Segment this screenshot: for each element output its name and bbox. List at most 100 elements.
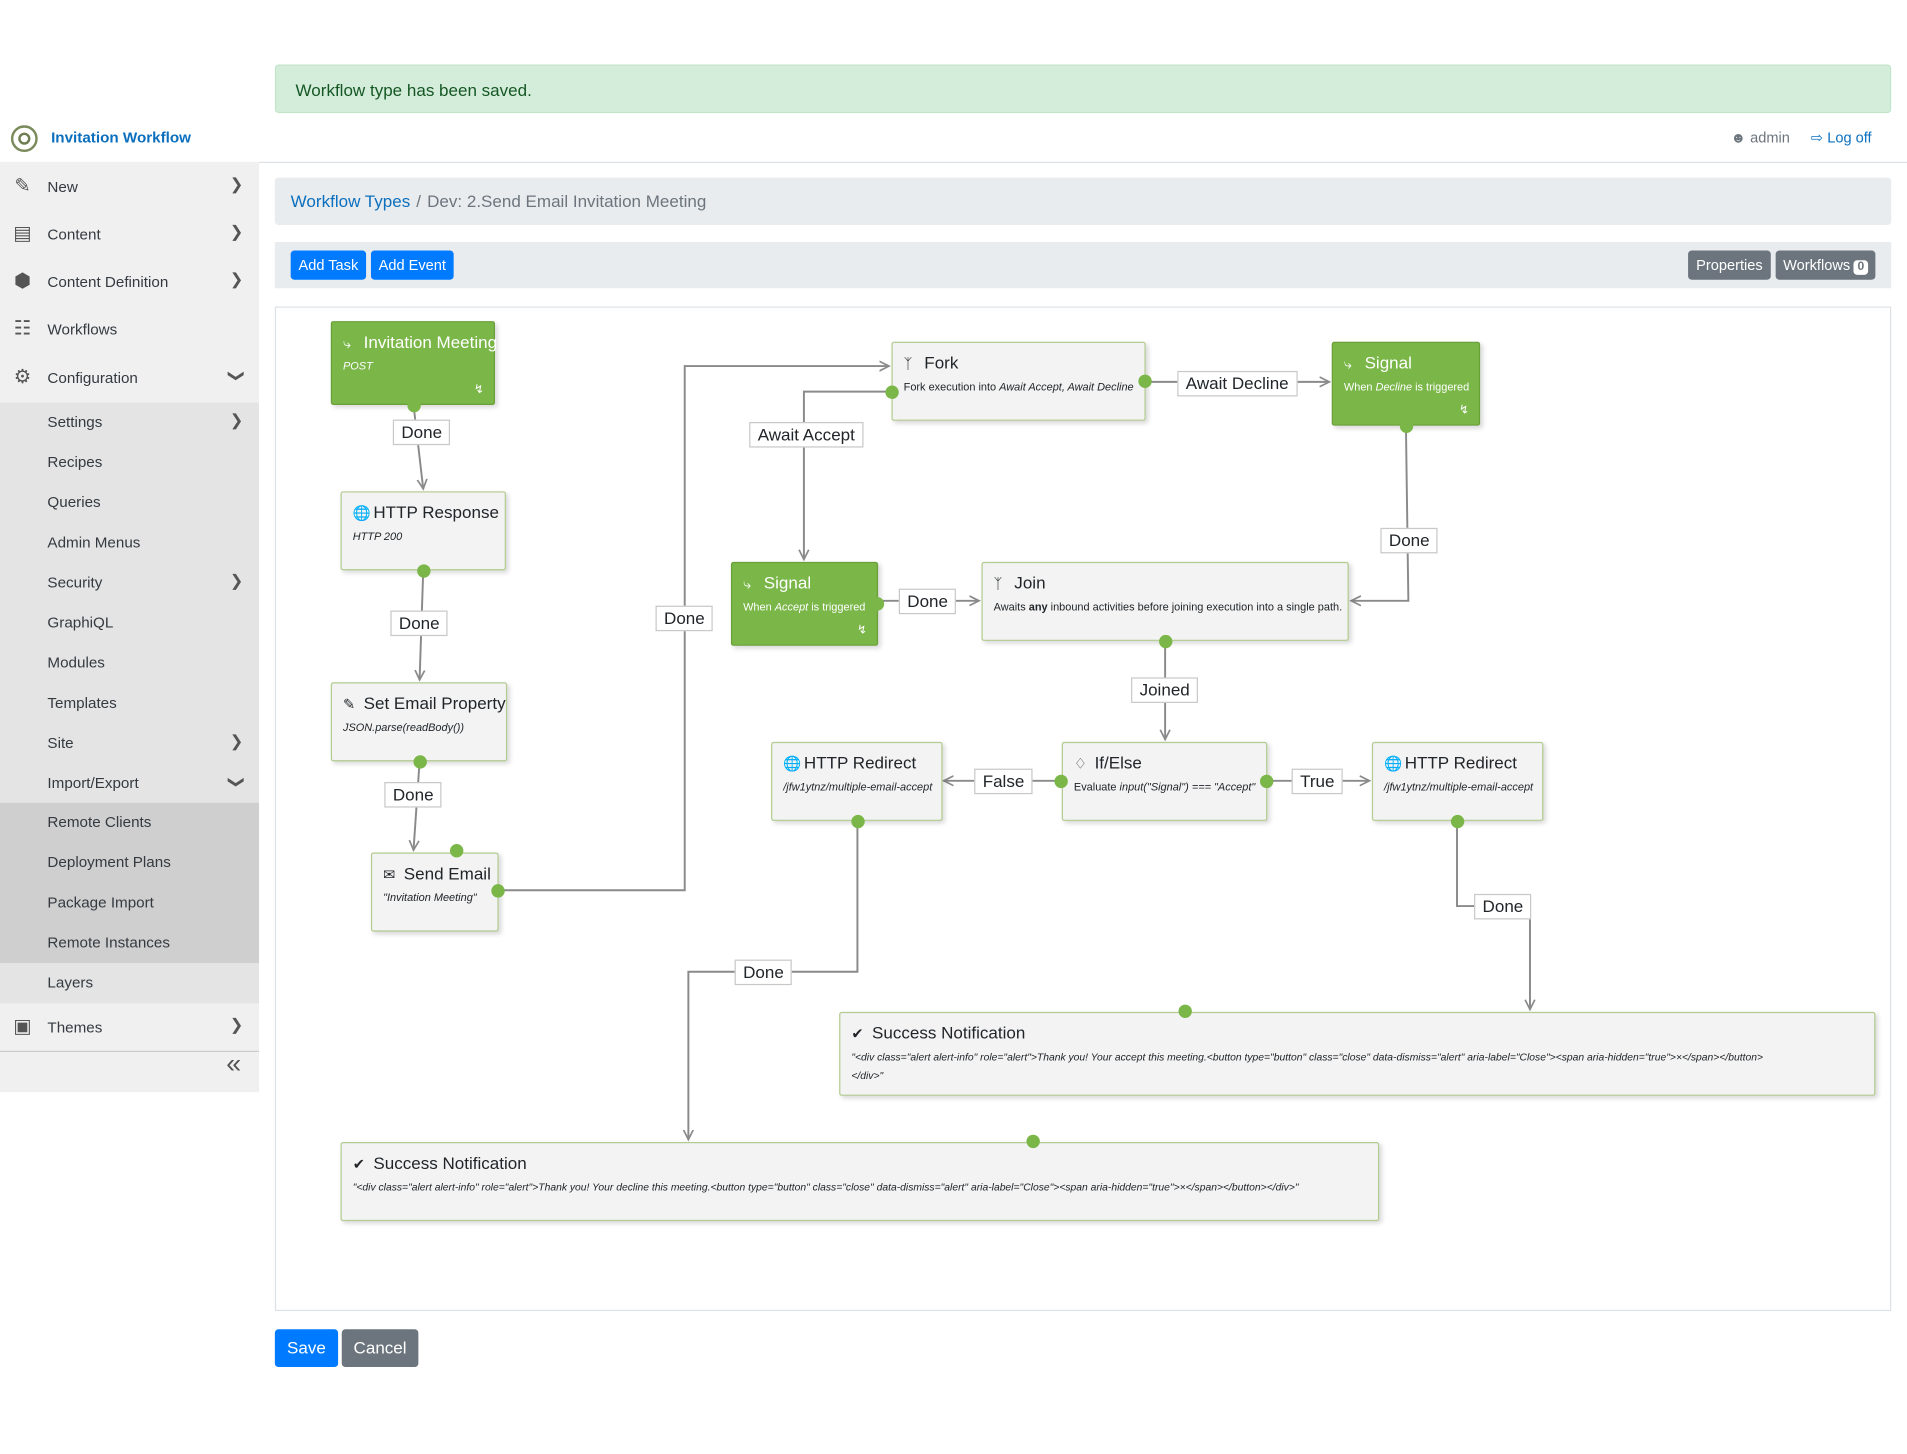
sidebar-item-label: Remote Clients bbox=[47, 813, 152, 831]
chevron-right-icon: ❯ bbox=[229, 411, 244, 430]
endpoint-dot[interactable] bbox=[449, 843, 463, 857]
chevron-right-icon: ❯ bbox=[229, 269, 244, 289]
event-bolt-icon: ↯ bbox=[856, 623, 868, 638]
endpoint-dot[interactable] bbox=[1259, 774, 1273, 788]
brand[interactable]: Invitation Workflow bbox=[0, 117, 259, 161]
cancel-button[interactable]: Cancel bbox=[341, 1329, 419, 1368]
breadcrumb: Workflow Types/Dev: 2.Send Email Invitat… bbox=[274, 177, 1892, 225]
sidebar-item-new[interactable]: ✎ New ❯ bbox=[0, 163, 259, 210]
add-task-button[interactable]: Add Task bbox=[290, 250, 367, 280]
endpoint-dot[interactable] bbox=[416, 563, 430, 578]
activity-http-response[interactable]: 🌐HTTP Response HTTP 200 bbox=[340, 491, 506, 571]
sidebar-item-layers[interactable]: Layers bbox=[0, 963, 260, 1004]
properties-button[interactable]: Properties bbox=[1688, 250, 1771, 280]
import-export-submenu: Remote Clients Deployment Plans Package … bbox=[0, 802, 260, 964]
sign-out-icon: ⇨ bbox=[1810, 128, 1824, 146]
activity-desc: HTTP 200 bbox=[352, 530, 403, 543]
collapse-sidebar-icon[interactable]: « bbox=[226, 1048, 242, 1079]
sidebar-item-label: Queries bbox=[47, 493, 101, 511]
sidebar-item-label: Remote Instances bbox=[47, 934, 170, 952]
cube-icon: ⬢ bbox=[14, 271, 31, 292]
outcome-done-label: Done bbox=[734, 959, 793, 986]
globe-icon: 🌐 bbox=[352, 504, 371, 522]
activity-desc: Fork execution into Await Accept, Await … bbox=[903, 380, 1134, 393]
sidebar-item-settings[interactable]: Settings❯ bbox=[0, 403, 259, 443]
sidebar-item-templates[interactable]: Templates bbox=[0, 684, 259, 724]
sidebar-item-label: Content bbox=[47, 226, 101, 244]
sidebar-item-recipes[interactable]: Recipes bbox=[0, 443, 259, 483]
activity-invitation-meeting[interactable]: ⤷Invitation Meeting POST ↯ bbox=[330, 321, 497, 405]
sidebar-item-package-import[interactable]: Package Import bbox=[0, 883, 259, 923]
sidebar-item-themes[interactable]: ▣ Themes ❯ bbox=[0, 1003, 260, 1053]
activity-title: Fork bbox=[924, 352, 959, 373]
activity-desc: /jfw1ytnz/multiple-email-accept bbox=[783, 780, 933, 793]
activity-if-else[interactable]: ♢If/Else Evaluate input("Signal") === "A… bbox=[1061, 741, 1268, 821]
sidebar-item-content[interactable]: ▤ Content ❯ bbox=[0, 210, 259, 257]
user-name: admin bbox=[1750, 128, 1790, 146]
activity-set-email-property[interactable]: ✎Set Email Property JSON.parse(readBody(… bbox=[330, 682, 508, 762]
saved-alert: Workflow type has been saved. bbox=[274, 64, 1892, 114]
sidebar-item-queries[interactable]: Queries bbox=[0, 483, 259, 523]
bolt-icon: ⤷ bbox=[342, 334, 352, 352]
endpoint-dot[interactable] bbox=[1399, 418, 1413, 433]
sidebar-item-deployment-plans[interactable]: Deployment Plans bbox=[0, 843, 259, 883]
envelope-icon: ✉ bbox=[383, 865, 396, 883]
endpoint-dot[interactable] bbox=[884, 384, 899, 399]
sidebar-item-configuration[interactable]: ⚙ Configuration ❯ bbox=[0, 354, 259, 401]
edit-icon: ✎ bbox=[14, 176, 31, 198]
sidebar-item-label: Security bbox=[47, 574, 103, 592]
save-button[interactable]: Save bbox=[274, 1329, 339, 1368]
sidebar-item-graphiql[interactable]: GraphiQL bbox=[0, 603, 259, 643]
activity-desc: When Decline is triggered bbox=[1343, 380, 1470, 393]
activity-signal-decline[interactable]: ⤷Signal When Decline is triggered ↯ bbox=[1331, 341, 1481, 426]
endpoint-dot[interactable] bbox=[1053, 774, 1068, 788]
activity-title: Set Email Property bbox=[363, 693, 506, 713]
endpoint-dot[interactable] bbox=[406, 398, 421, 412]
sidebar-item-remote-clients[interactable]: Remote Clients bbox=[0, 803, 259, 843]
sidebar-item-label: Workflows bbox=[47, 321, 118, 339]
sidebar-item-modules[interactable]: Modules bbox=[0, 643, 259, 683]
activity-signal-accept[interactable]: ⤷Signal When Accept is triggered ↯ bbox=[730, 561, 879, 646]
activity-desc: "<div class="alert alert-info" role="ale… bbox=[352, 1180, 1299, 1194]
activity-desc: POST bbox=[342, 359, 373, 373]
sidebar-item-workflows[interactable]: ☷ Workflows bbox=[0, 305, 259, 352]
diamond-icon: ♢ bbox=[1073, 755, 1087, 773]
endpoint-dot[interactable] bbox=[490, 883, 505, 897]
activity-http-redirect-true[interactable]: 🌐HTTP Redirect /jfw1ytnz/multiple-email-… bbox=[1371, 741, 1544, 821]
breadcrumb-current: Dev: 2.Send Email Invitation Meeting bbox=[427, 190, 707, 211]
logoff-link[interactable]: ⇨ Log off bbox=[1811, 129, 1872, 146]
brand-name: Invitation Workflow bbox=[51, 128, 192, 146]
breadcrumb-workflow-types[interactable]: Workflow Types bbox=[290, 190, 411, 211]
endpoint-dot[interactable] bbox=[1450, 814, 1464, 828]
edge-signal-decline-join bbox=[1351, 425, 1410, 601]
endpoint-dot[interactable] bbox=[1158, 634, 1172, 648]
add-event-button[interactable]: Add Event bbox=[370, 250, 454, 280]
endpoint-dot[interactable] bbox=[1137, 373, 1152, 388]
sidebar-item-remote-instances[interactable]: Remote Instances bbox=[0, 923, 259, 963]
endpoint-dot[interactable] bbox=[850, 814, 865, 828]
sidebar-item-admin-menus[interactable]: Admin Menus bbox=[0, 523, 259, 563]
sidebar: ✎ New ❯ ▤ Content ❯ ⬢ Content Definition… bbox=[0, 161, 260, 1093]
sidebar-item-label: Configuration bbox=[47, 369, 138, 387]
sidebar-item-content-definition[interactable]: ⬢ Content Definition ❯ bbox=[0, 258, 259, 305]
activity-success-notification-decline[interactable]: ✔Success Notification "<div class="alert… bbox=[340, 1142, 1380, 1222]
outcome-done-label: Done bbox=[392, 419, 451, 446]
activity-http-redirect-false[interactable]: 🌐HTTP Redirect /jfw1ytnz/multiple-email-… bbox=[771, 741, 943, 821]
activity-send-email[interactable]: ✉Send Email "Invitation Meeting" bbox=[370, 852, 499, 932]
activity-success-notification-accept[interactable]: ✔Success Notification "<div class="alert… bbox=[839, 1011, 1876, 1096]
endpoint-dot[interactable] bbox=[870, 596, 884, 610]
activity-desc-line2: </div>" bbox=[851, 1069, 884, 1082]
endpoint-dot[interactable] bbox=[412, 754, 427, 769]
endpoint-dot[interactable] bbox=[1025, 1134, 1040, 1148]
sidebar-item-site[interactable]: Site❯ bbox=[0, 724, 259, 764]
sitemap-icon: ☷ bbox=[13, 318, 32, 340]
sidebar-item-security[interactable]: Security❯ bbox=[0, 563, 259, 603]
sidebar-item-import-export[interactable]: Import/Export❯ bbox=[0, 764, 259, 804]
outcome-done-label: Done bbox=[1474, 893, 1532, 920]
user-menu[interactable]: ☻ admin bbox=[1731, 129, 1790, 146]
endpoint-dot[interactable] bbox=[1177, 1003, 1192, 1018]
